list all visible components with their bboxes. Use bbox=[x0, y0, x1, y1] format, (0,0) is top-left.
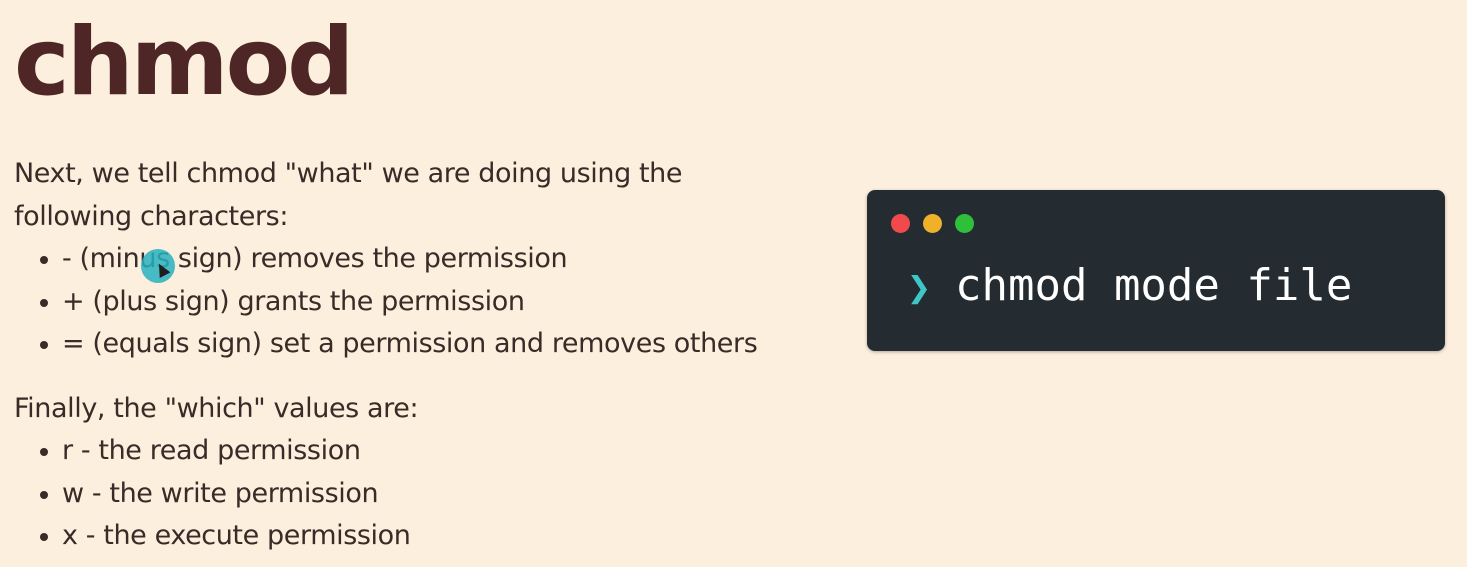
list-item: = (equals sign) set a permission and rem… bbox=[38, 323, 814, 366]
maximize-dot-icon bbox=[955, 214, 974, 233]
terminal-window: ❯ chmod mode file bbox=[867, 190, 1445, 351]
terminal-command: chmod mode file bbox=[955, 260, 1353, 311]
minimize-dot-icon bbox=[923, 214, 942, 233]
what-list: - (minus sign) removes the permission + … bbox=[14, 238, 814, 366]
section-gap bbox=[14, 366, 814, 388]
close-dot-icon bbox=[891, 214, 910, 233]
which-list: r - the read permission w - the write pe… bbox=[14, 430, 814, 558]
which-intro: Finally, the "which" values are: bbox=[14, 392, 419, 424]
slide-body: Next, we tell chmod "what" we are doing … bbox=[14, 153, 814, 558]
cursor-highlight bbox=[141, 249, 175, 283]
list-item: x - the execute permission bbox=[38, 515, 814, 558]
intro-paragraph: Next, we tell chmod "what" we are doing … bbox=[14, 158, 683, 232]
list-item: r - the read permission bbox=[38, 430, 814, 473]
list-item: w - the write permission bbox=[38, 473, 814, 516]
prompt-chevron-icon: ❯ bbox=[907, 265, 932, 311]
list-item: + (plus sign) grants the permission bbox=[38, 281, 814, 324]
slide-title: chmod bbox=[14, 8, 354, 117]
